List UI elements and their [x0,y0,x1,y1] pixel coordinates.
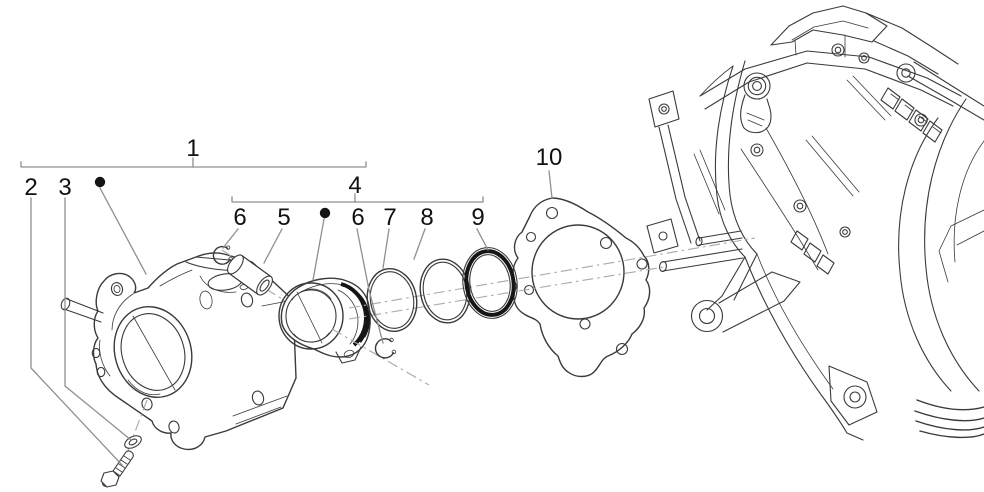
callout-label-7: 7 [383,204,396,231]
oil-ring [462,247,518,319]
callout-bracket-1 [20,157,367,168]
callout-bullet-marker-1 [94,176,106,188]
wrist-pin [227,254,273,296]
callout-label-9: 9 [471,204,484,231]
piston [278,277,371,364]
callout-label-3: 3 [58,174,71,201]
callout-leaders [30,170,553,466]
callout-label-4: 4 [348,172,361,199]
compression-ring-1 [366,267,418,333]
flange-bolt [100,450,134,488]
callout-label-6a: 6 [233,204,246,231]
callout-label-6b: 6 [351,204,364,231]
callout-labels: 1 2 3 4 6 5 6 7 8 9 10 [24,135,562,231]
callout-label-1: 1 [186,135,199,162]
callout-label-10: 10 [536,144,563,171]
callout-bracket-4 [231,193,484,203]
callout-label-8: 8 [420,204,433,231]
engine-crankcase-drawing [646,5,984,441]
callout-label-5: 5 [277,204,290,231]
callout-bullet-marker-2 [319,207,331,219]
circlip-left [212,245,233,265]
circlip-right [374,337,397,359]
cylinder-head-gasket [512,197,651,378]
callout-label-2: 2 [24,174,37,201]
